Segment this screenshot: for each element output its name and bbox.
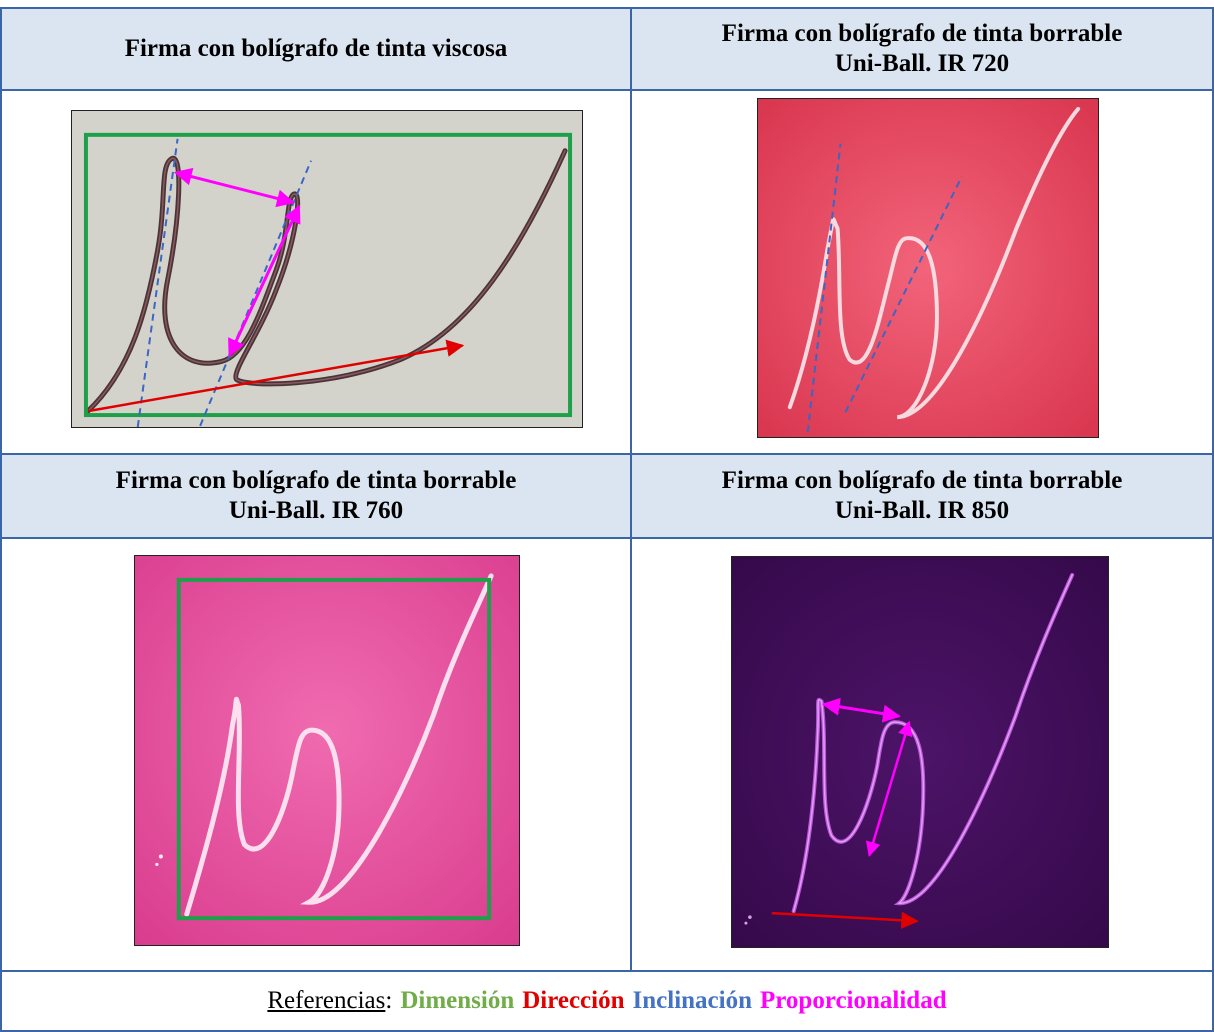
header-viscous-text: Firma con bolígrafo de tinta viscosa bbox=[124, 35, 508, 62]
grid-line-middle bbox=[630, 7, 632, 972]
header-ir850-line2: Uni-Ball. IR 850 bbox=[834, 497, 1010, 524]
header-ir850: Firma con bolígrafo de tinta borrable Un… bbox=[632, 455, 1212, 537]
header-ir760-line1: Firma con bolígrafo de tinta borrable bbox=[115, 467, 517, 494]
header-viscous: Firma con bolígrafo de tinta viscosa bbox=[2, 9, 630, 89]
grid-line-right bbox=[1212, 7, 1214, 1032]
legend-item-direction: Dirección bbox=[522, 987, 625, 1014]
header-ir760-line2: Uni-Ball. IR 760 bbox=[228, 497, 404, 524]
grid-line-row3 bbox=[0, 537, 1214, 539]
signature-ir850-drawing bbox=[732, 557, 1108, 947]
legend-label: Referencias bbox=[267, 987, 386, 1014]
grid-line-left bbox=[0, 7, 2, 1032]
legend-item-proportionality: Proporcionalidad bbox=[760, 987, 947, 1014]
legend: Referencias : Dimensión Dirección Inclin… bbox=[2, 972, 1212, 1030]
grid-line-bottom bbox=[0, 1030, 1214, 1032]
image-cell-ir850 bbox=[632, 539, 1212, 970]
legend-item-inclination: Inclinación bbox=[632, 987, 752, 1014]
image-cell-ir760 bbox=[2, 539, 630, 970]
image-cell-ir720 bbox=[632, 91, 1212, 453]
signature-ir720-drawing bbox=[758, 99, 1098, 437]
header-ir760: Firma con bolígrafo de tinta borrable Un… bbox=[2, 455, 630, 537]
legend-separator: : bbox=[385, 987, 393, 1014]
grid-line-top bbox=[0, 7, 1214, 9]
signature-photo-ir850 bbox=[731, 556, 1109, 948]
image-cell-viscous bbox=[2, 91, 630, 453]
header-ir720-line1: Firma con bolígrafo de tinta borrable bbox=[721, 20, 1123, 47]
legend-item-dimension: Dimensión bbox=[400, 987, 515, 1014]
signature-photo-ir760 bbox=[134, 555, 520, 946]
grid-line-row4 bbox=[0, 970, 1214, 972]
grid-line-row1 bbox=[0, 89, 1214, 91]
signature-viscous-drawing bbox=[72, 111, 582, 427]
header-ir720-line2: Uni-Ball. IR 720 bbox=[834, 50, 1010, 77]
header-ir850-line1: Firma con bolígrafo de tinta borrable bbox=[721, 467, 1123, 494]
header-ir720: Firma con bolígrafo de tinta borrable Un… bbox=[632, 9, 1212, 89]
signature-ir760-drawing bbox=[135, 556, 519, 945]
signature-photo-viscous bbox=[71, 110, 583, 428]
signature-photo-ir720 bbox=[757, 98, 1099, 438]
grid-line-row2 bbox=[0, 453, 1214, 455]
